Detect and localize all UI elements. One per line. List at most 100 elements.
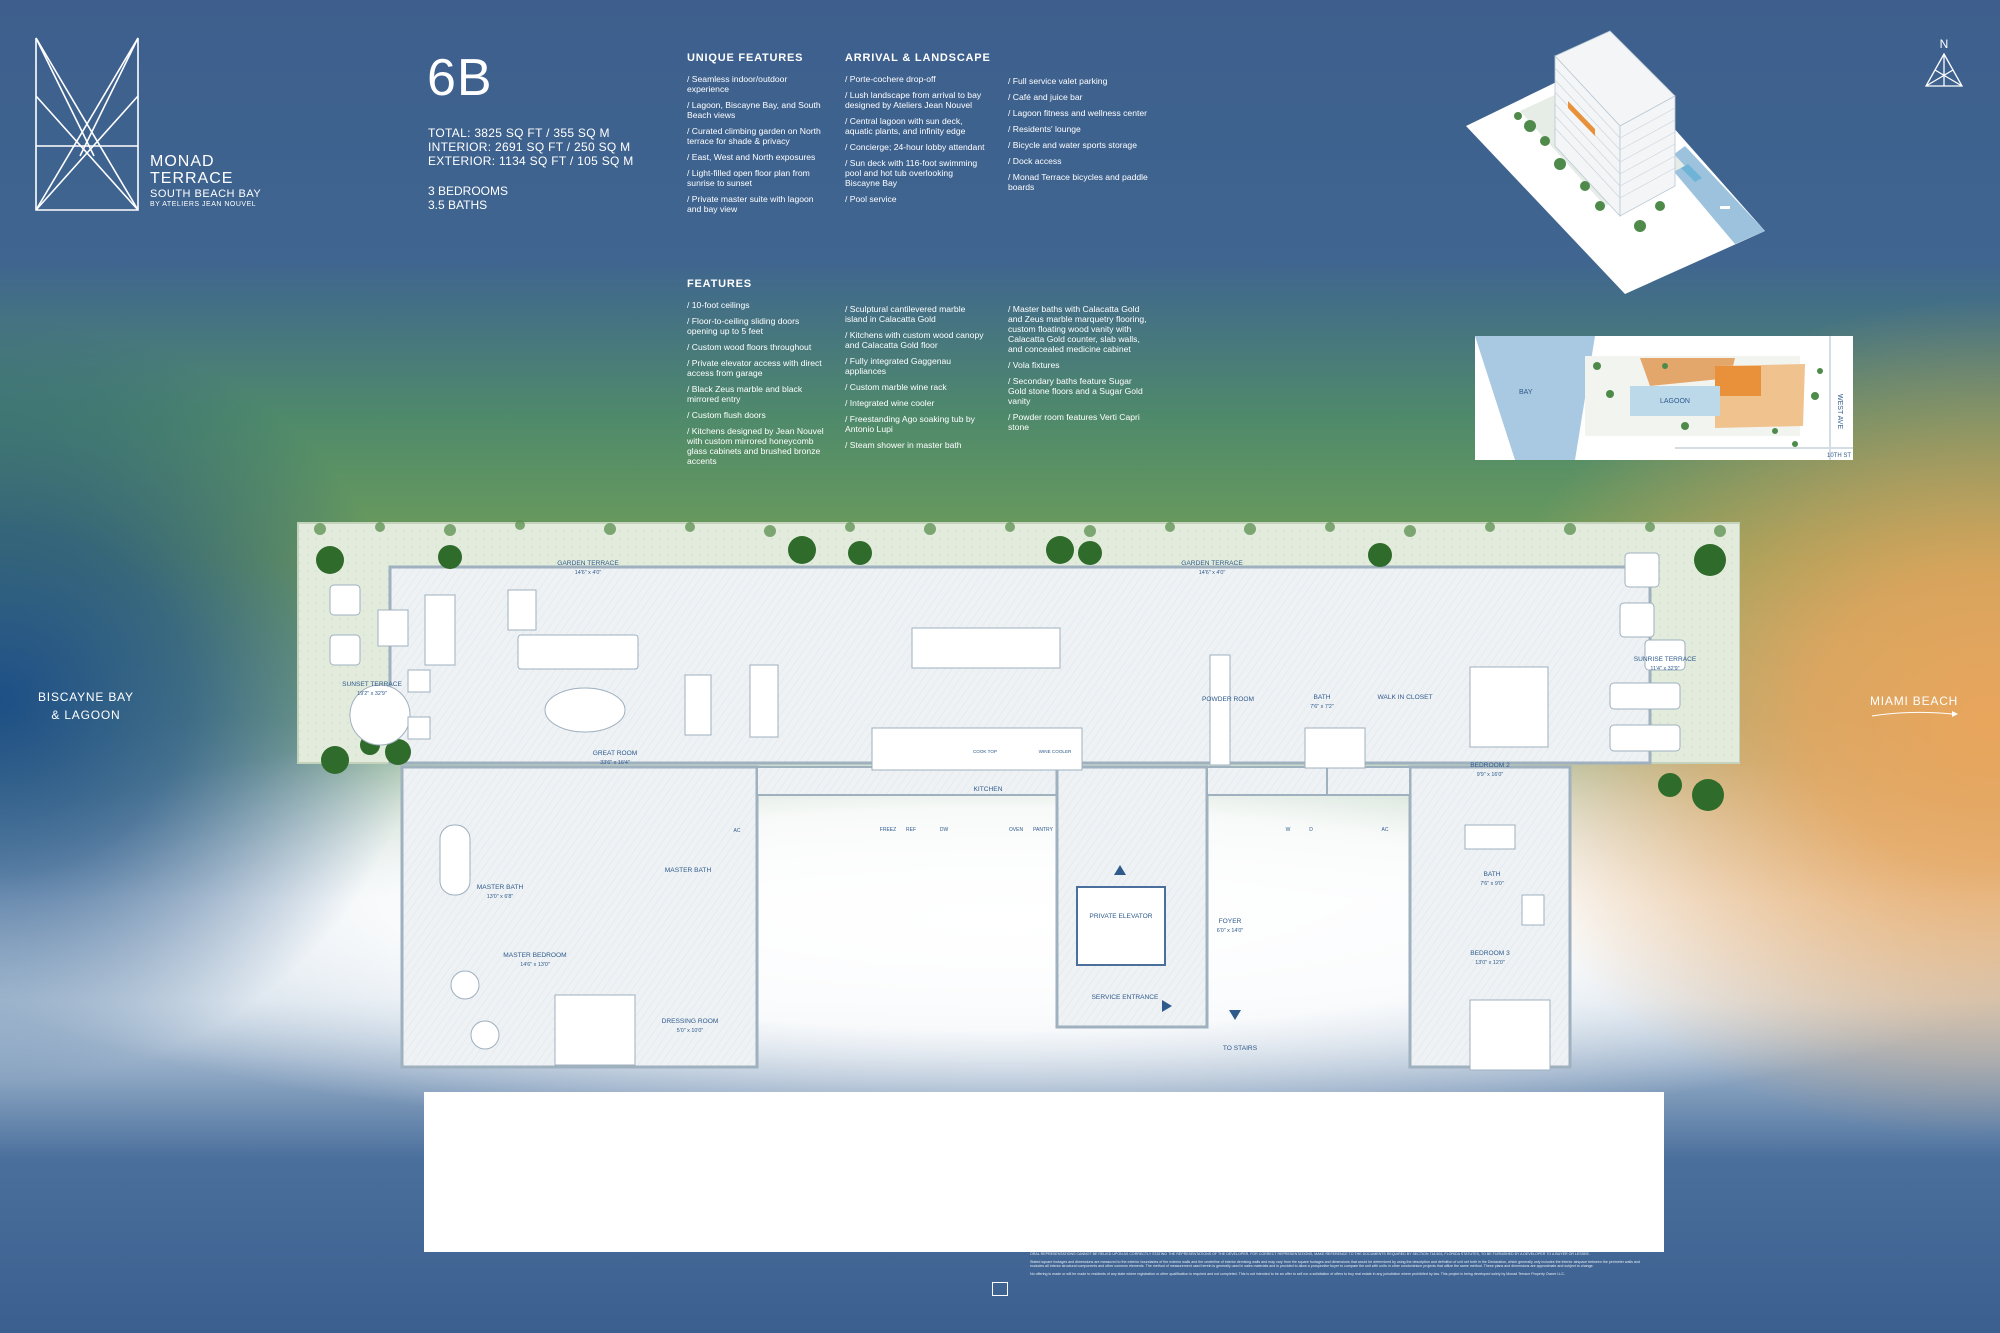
label-service-entrance: SERVICE ENTRANCE [1092, 994, 1160, 1001]
label-walk-in-closet: WALK IN CLOSET [1377, 694, 1432, 701]
blank-panel [424, 1092, 1664, 1252]
label-pantry: PANTRY [1033, 827, 1053, 833]
unit-rooms: 3 BEDROOMS 3.5 BATHS [428, 184, 508, 212]
unique-features-list: Seamless indoor/outdoor experience Lagoo… [687, 74, 827, 214]
list-item: Lagoon fitness and wellness center [1008, 108, 1148, 118]
disclaimer-line-1: ORAL REPRESENTATIONS CANNOT BE RELIED UP… [1030, 1252, 1590, 1256]
label-washer: W [1286, 827, 1291, 833]
compass-letter: N [1940, 37, 1949, 51]
list-item: Master baths with Calacatta Gold and Zeu… [1008, 304, 1148, 354]
label-private-elevator: PRIVATE ELEVATOR [1089, 913, 1152, 920]
list-item: Curated climbing garden on North terrace… [687, 126, 827, 146]
list-item: Powder room features Verti Capri stone [1008, 412, 1148, 432]
list-item: Sculptural cantilevered marble island in… [845, 304, 985, 324]
features-list-2: Sculptural cantilevered marble island in… [845, 304, 985, 450]
label-sunrise-terrace: SUNRISE TERRACE [1634, 656, 1697, 663]
dim-sunset-terrace: 19'2" x 32'9" [357, 691, 387, 697]
arrival-heading: ARRIVAL & LANDSCAPE [845, 52, 991, 64]
brand-architect: BY ATELIERS JEAN NOUVEL [150, 201, 257, 208]
dim-sunrise-terrace: 11'4" x 32'9" [1650, 666, 1679, 672]
list-item: Light-filled open floor plan from sunris… [687, 168, 827, 188]
list-item: Private master suite with lagoon and bay… [687, 194, 827, 214]
list-item: Sun deck with 116-foot swimming pool and… [845, 158, 985, 188]
features-list-3: Master baths with Calacatta Gold and Zeu… [1008, 304, 1148, 432]
label-bath: BATH [1313, 694, 1330, 701]
arrival-list-2: Full service valet parking Café and juic… [1008, 76, 1148, 192]
list-item: 10-foot ceilings [687, 300, 827, 310]
side-label-east: MIAMI BEACH [1870, 694, 1960, 723]
list-item: Fully integrated Gaggenau appliances [845, 356, 985, 376]
label-great-room: GREAT ROOM [593, 750, 637, 757]
dim-garden-terrace-right: 14'6" x 4'0" [1199, 570, 1226, 576]
list-item: Custom flush doors [687, 410, 827, 420]
dim-foyer: 6'0" x 14'0" [1217, 928, 1244, 934]
features-heading: FEATURES [687, 278, 752, 290]
list-item: Lush landscape from arrival to bay desig… [845, 90, 985, 110]
site-bay-label: BAY [1519, 389, 1533, 396]
list-item: Bicycle and water sports storage [1008, 140, 1148, 150]
list-item: Vola fixtures [1008, 360, 1148, 370]
label-ac-2: AC [1382, 827, 1389, 833]
label-bedroom2: BEDROOM 2 [1470, 762, 1510, 769]
site-lagoon-label: LAGOON [1660, 398, 1690, 405]
label-to-stairs: TO STAIRS [1223, 1045, 1258, 1052]
list-item: Integrated wine cooler [845, 398, 985, 408]
area-exterior: EXTERIOR: 1134 SQ FT / 105 SQ M [428, 154, 634, 168]
dim-master-bedroom: 14'6" x 13'0" [520, 962, 550, 968]
arrival-landscape-column-2: Full service valet parking Café and juic… [1008, 76, 1148, 198]
north-compass-icon: N [1924, 37, 1964, 87]
list-item: Residents' lounge [1008, 124, 1148, 134]
list-item: East, West and North exposures [687, 152, 827, 162]
label-foyer: FOYER [1219, 918, 1242, 925]
label-garden-terrace-left: GARDEN TERRACE [557, 560, 619, 567]
list-item: Black Zeus marble and black mirrored ent… [687, 384, 827, 404]
list-item: Floor-to-ceiling sliding doors opening u… [687, 316, 827, 336]
unique-features-column: UNIQUE FEATURES Seamless indoor/outdoor … [687, 52, 827, 220]
label-ac: AC [734, 828, 741, 834]
disclaimer-line-2: Stated square footages and dimensions ar… [1030, 1259, 1640, 1269]
label-sunset-terrace: SUNSET TERRACE [342, 681, 402, 688]
list-item: Custom wood floors throughout [687, 342, 827, 352]
monad-logo-mark [35, 37, 139, 211]
list-item: Dock access [1008, 156, 1148, 166]
area-total: TOTAL: 3825 SQ FT / 355 SQ M [428, 126, 610, 140]
arrival-list: Porte-cochere drop-off Lush landscape fr… [845, 74, 991, 204]
label-wine-cooler: WINE COOLER [1039, 749, 1072, 754]
list-item: Steam shower in master bath [845, 440, 985, 450]
label-powder-room: POWDER ROOM [1202, 696, 1254, 703]
label-cooktop: COOK TOP [973, 749, 997, 754]
dim-great-room: 33'6" x 16'4" [600, 760, 630, 766]
dim-garden-terrace-left: 14'6" x 4'0" [575, 570, 602, 576]
list-item: Seamless indoor/outdoor experience [687, 74, 827, 94]
site-street-label: 10TH ST [1827, 453, 1851, 459]
list-item: Pool service [845, 194, 985, 204]
features-column-1: FEATURES 10-foot ceilings Floor-to-ceili… [687, 278, 827, 472]
list-item: Custom marble wine rack [845, 382, 985, 392]
building-aerial-view [1466, 30, 1765, 294]
unit-area: TOTAL: 3825 SQ FT / 355 SQ M INTERIOR: 2… [428, 126, 634, 168]
features-column-2: Sculptural cantilevered marble island in… [845, 304, 985, 456]
side-label-west: BISCAYNE BAY & LAGOON [38, 688, 134, 724]
site-plan-map: BAY LAGOON WEST AVE 10TH ST [1475, 336, 1853, 460]
list-item: Kitchens with custom wood canopy and Cal… [845, 330, 985, 350]
east-arrow-icon [1871, 711, 1958, 717]
features-list-1: 10-foot ceilings Floor-to-ceiling slidin… [687, 300, 827, 466]
label-freezer: FREEZ [880, 827, 896, 833]
label-master-bedroom: MASTER BEDROOM [503, 952, 566, 959]
equal-housing-icon [992, 1282, 1008, 1296]
disclaimer-line-3: No offering is made or will be made to r… [1030, 1271, 1565, 1276]
brand-subtitle: SOUTH BEACH BAY [150, 188, 262, 200]
list-item: Lagoon, Biscayne Bay, and South Beach vi… [687, 100, 827, 120]
site-westave-label: WEST AVE [1836, 394, 1843, 429]
list-item: Café and juice bar [1008, 92, 1148, 102]
arrival-landscape-column: ARRIVAL & LANDSCAPE Porte-cochere drop-o… [845, 52, 991, 210]
label-master-bath: MASTER BATH [477, 884, 524, 891]
unique-features-heading: UNIQUE FEATURES [687, 52, 804, 64]
label-oven: OVEN [1009, 827, 1024, 833]
label-dressing-room: DRESSING ROOM [662, 1018, 719, 1025]
list-item: Full service valet parking [1008, 76, 1148, 86]
label-garden-terrace-right: GARDEN TERRACE [1181, 560, 1243, 567]
unit-name: 6B [427, 49, 493, 107]
side-left-line2: & LAGOON [51, 708, 121, 722]
label-bath-3: BATH [1483, 871, 1500, 878]
